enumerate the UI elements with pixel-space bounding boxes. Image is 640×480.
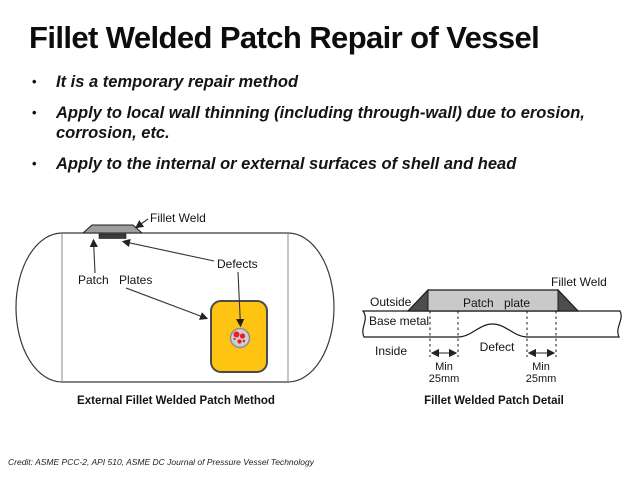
defects-to-circle-arrow: [236, 271, 245, 328]
fillet-weld-right: [557, 288, 580, 312]
inside-label: Inside: [375, 344, 407, 358]
bullet-text: Apply to local wall thinning (including …: [56, 104, 585, 143]
defects-label: Defects: [217, 257, 258, 271]
patch-plate-word1: Patch: [463, 296, 494, 310]
covered-defect: [98, 233, 127, 239]
defect-label: Defect: [480, 340, 515, 354]
top-patch-plate: [81, 224, 144, 234]
fillet-weld-label: Fillet Weld: [150, 211, 206, 225]
bullet-icon: •: [32, 156, 37, 172]
outside-label: Outside: [370, 295, 412, 309]
defects-to-plate-arrow: [121, 238, 215, 262]
bullet-icon: •: [32, 74, 37, 89]
page-title: Fillet Welded Patch Repair of Vessel: [29, 20, 540, 55]
base-metal-section: [361, 310, 622, 338]
list-item: • Apply to local wall thinning (includin…: [32, 103, 592, 143]
plates-label: Plates: [119, 273, 152, 287]
defect-red-marks: [233, 331, 246, 344]
patch-plate-word2: plate: [504, 296, 530, 310]
dashed-reference-lines: [429, 311, 557, 357]
patch-label: Patch: [78, 273, 109, 287]
min-value-left: 25mm: [429, 373, 460, 385]
min-label-left: Min: [435, 361, 453, 373]
left-diagram-caption: External Fillet Welded Patch Method: [77, 395, 275, 407]
patch-arrow: [89, 238, 98, 274]
fillet-weld-arrow: [134, 218, 149, 229]
list-item: • It is a temporary repair method: [32, 72, 592, 92]
bullet-list: • It is a temporary repair method • Appl…: [32, 72, 592, 186]
bullet-text: It is a temporary repair method: [56, 73, 299, 91]
base-metal-label: Base metal: [369, 314, 429, 328]
min-label-right: Min: [532, 361, 550, 373]
plates-arrow: [125, 287, 209, 320]
bullet-text: Apply to the internal or external surfac…: [56, 155, 517, 174]
external-patch-diagram: Fillet Weld Patch Plates Defects Externa…: [15, 211, 335, 407]
fillet-weld-detail-label: Fillet Weld: [551, 275, 607, 289]
right-diagram-caption: Fillet Welded Patch Detail: [424, 395, 564, 407]
bullet-icon: •: [32, 105, 37, 121]
list-item: • Apply to the internal or external surf…: [32, 154, 592, 174]
min-value-right: 25mm: [526, 373, 557, 385]
defect-spot-circle: [229, 327, 251, 349]
credit-line: Credit: ASME PCC-2, API 510, ASME DC Jou…: [8, 457, 314, 467]
diagrams-canvas: Fillet Weld Patch Plates Defects Externa…: [15, 211, 622, 407]
patch-detail-diagram: Fillet Weld Outside Patch plate Base met…: [361, 275, 622, 407]
fillet-weld-left: [406, 288, 429, 312]
vessel-outline: [15, 232, 335, 383]
